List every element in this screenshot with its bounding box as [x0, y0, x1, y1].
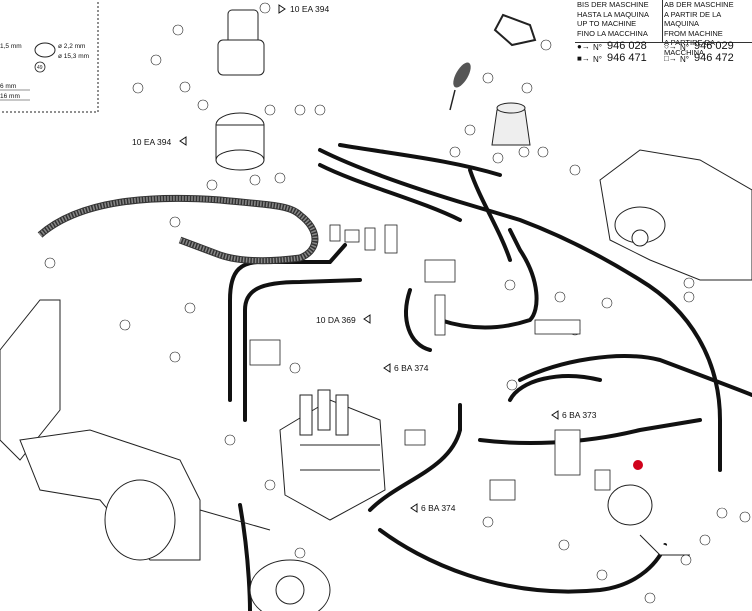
legend-ab-line: FROM MACHINE: [664, 28, 723, 38]
corrugated-hose: [37, 194, 319, 265]
gaiter: [491, 102, 531, 146]
machine-serial-legend: BIS DER MASCHINE HASTA LA MAQUINA UP TO …: [575, 0, 752, 66]
reference-arrow-icon: [363, 314, 371, 324]
reference-arrow-icon: [410, 503, 418, 513]
legend-rule: [575, 42, 752, 43]
legend-from-number-1: 946 029: [694, 40, 734, 52]
fittings: [249, 224, 611, 501]
control-valve-block: [279, 389, 386, 521]
inset-dim-label-a: 1,5 mm: [0, 43, 22, 50]
legend-n-mark: N°: [593, 55, 602, 64]
ref-label-6: 6 BA 374: [421, 503, 456, 513]
filled-circle-icon: ●→: [577, 42, 590, 51]
legend-n-mark: N°: [593, 43, 602, 52]
legend-up-number-1: 946 028: [607, 40, 647, 52]
legend-bis-line: UP TO MACHINE: [577, 19, 637, 28]
reference-arrow-icon: [278, 4, 286, 14]
reference-arrow-icon: [551, 410, 559, 420]
inset-dim-large: ø 15,3 mm: [58, 53, 89, 60]
lever-knob: [449, 62, 471, 111]
front-axle: [0, 299, 331, 611]
ref-label-2: 10 EA 394: [132, 137, 172, 147]
accumulator: [607, 484, 690, 556]
filled-square-icon: ■→: [577, 54, 590, 63]
hydraulic-hoses: [228, 143, 752, 611]
gasket: [493, 13, 537, 47]
ref-label-1: 10 EA 394: [290, 4, 330, 14]
ref-label-5: 6 BA 373: [562, 410, 597, 420]
part-callouts: [44, 2, 751, 604]
inset-dim-label-b: 6 mm: [0, 83, 16, 90]
legend-bis-line: HASTA LA MAQUINA: [577, 9, 649, 19]
inset-dim-label-c: 16 mm: [0, 93, 20, 100]
o-ring-icon: [34, 42, 56, 58]
legend-bis-line: FINO LA MACCHINA: [577, 28, 648, 38]
steering-unit: [215, 9, 265, 171]
reference-callouts: 10 EA 394 10 EA 394 10 DA 369 6 BA 374 6…: [132, 4, 597, 513]
legend-n-mark: N°: [680, 55, 689, 64]
highlight-marker: [633, 460, 643, 470]
open-circle-icon: ○→: [664, 42, 677, 51]
reference-arrow-icon: [179, 136, 187, 146]
legend-n-mark: N°: [680, 43, 689, 52]
legend-ab-line: AB DER MASCHINE: [664, 0, 734, 9]
legend-up-number-2: 946 471: [607, 52, 647, 64]
legend-up-to-machine: BIS DER MASCHINE HASTA LA MAQUINA UP TO …: [577, 0, 663, 38]
legend-from-number-2: 946 472: [694, 52, 734, 64]
inset-callout: 49: [37, 65, 43, 71]
open-square-icon: □→: [664, 54, 677, 63]
reference-arrow-icon: [383, 363, 391, 373]
detail-inset: 1,5 mm 6 mm 16 mm ø 2,2 mm ø 15,3 mm 49: [0, 0, 99, 113]
ref-label-3: 10 DA 369: [316, 315, 356, 325]
legend-bis-line: BIS DER MASCHINE: [577, 0, 649, 9]
legend-ab-line: A PARTIR DE LA MAQUINA: [664, 9, 721, 29]
legend-divider: [662, 0, 663, 42]
ref-label-4: 6 BA 374: [394, 363, 429, 373]
transmission-right: [599, 149, 752, 281]
inset-dim-small: ø 2,2 mm: [58, 43, 85, 50]
